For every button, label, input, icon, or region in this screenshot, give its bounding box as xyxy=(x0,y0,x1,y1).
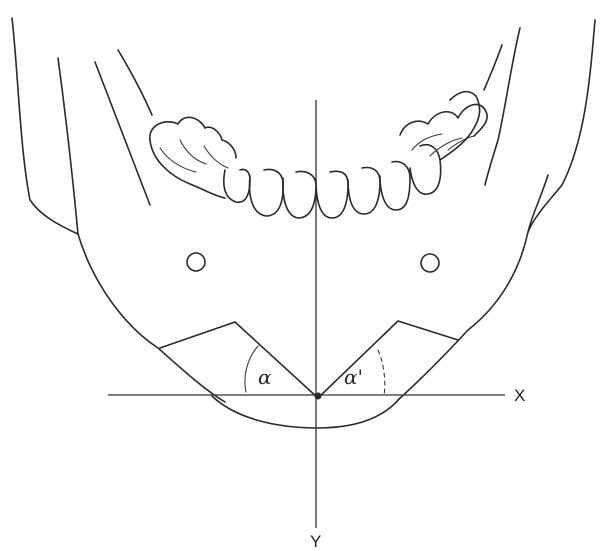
left-angle-arc xyxy=(245,346,258,392)
right-molars xyxy=(400,104,487,136)
dental-arch xyxy=(150,92,487,218)
left-ramus-line xyxy=(58,58,78,234)
left-inner-line-inner xyxy=(118,50,152,115)
tooth-right-canine xyxy=(348,168,380,214)
angle-right-label: α' xyxy=(344,365,363,389)
x-axis-label: X xyxy=(514,386,525,405)
inner-contours xyxy=(58,28,548,234)
tooth-right-incisor xyxy=(316,171,348,218)
tooth-left-incisor xyxy=(283,172,316,219)
right-face-contour xyxy=(528,20,595,232)
right-inner-line-inner xyxy=(484,45,502,90)
right-angle-line xyxy=(318,321,458,398)
right-angle-arc xyxy=(378,350,385,396)
angle-left-label: α xyxy=(258,365,272,389)
right-inner-line-outer xyxy=(485,28,520,185)
right-foramen xyxy=(421,254,439,272)
left-inner-line-outer xyxy=(95,62,150,205)
origin-point xyxy=(315,393,322,400)
y-axis-label: Y xyxy=(310,532,321,551)
right-ramus-line xyxy=(528,175,548,232)
right-jaw-line xyxy=(398,232,528,400)
left-jaw-line xyxy=(78,234,225,402)
left-foramen xyxy=(187,253,205,271)
left-angle-line xyxy=(160,322,318,398)
left-molar-details xyxy=(160,140,228,172)
chin-contour xyxy=(212,396,400,428)
jaw-outline xyxy=(12,18,595,428)
tooth-right-premolar-2 xyxy=(410,145,441,194)
left-face-contour xyxy=(12,18,78,234)
right-arch-outer xyxy=(440,92,480,160)
tooth-left-premolar-1 xyxy=(224,169,250,202)
tooth-left-canine xyxy=(250,170,284,217)
tooth-right-premolar xyxy=(380,162,410,210)
